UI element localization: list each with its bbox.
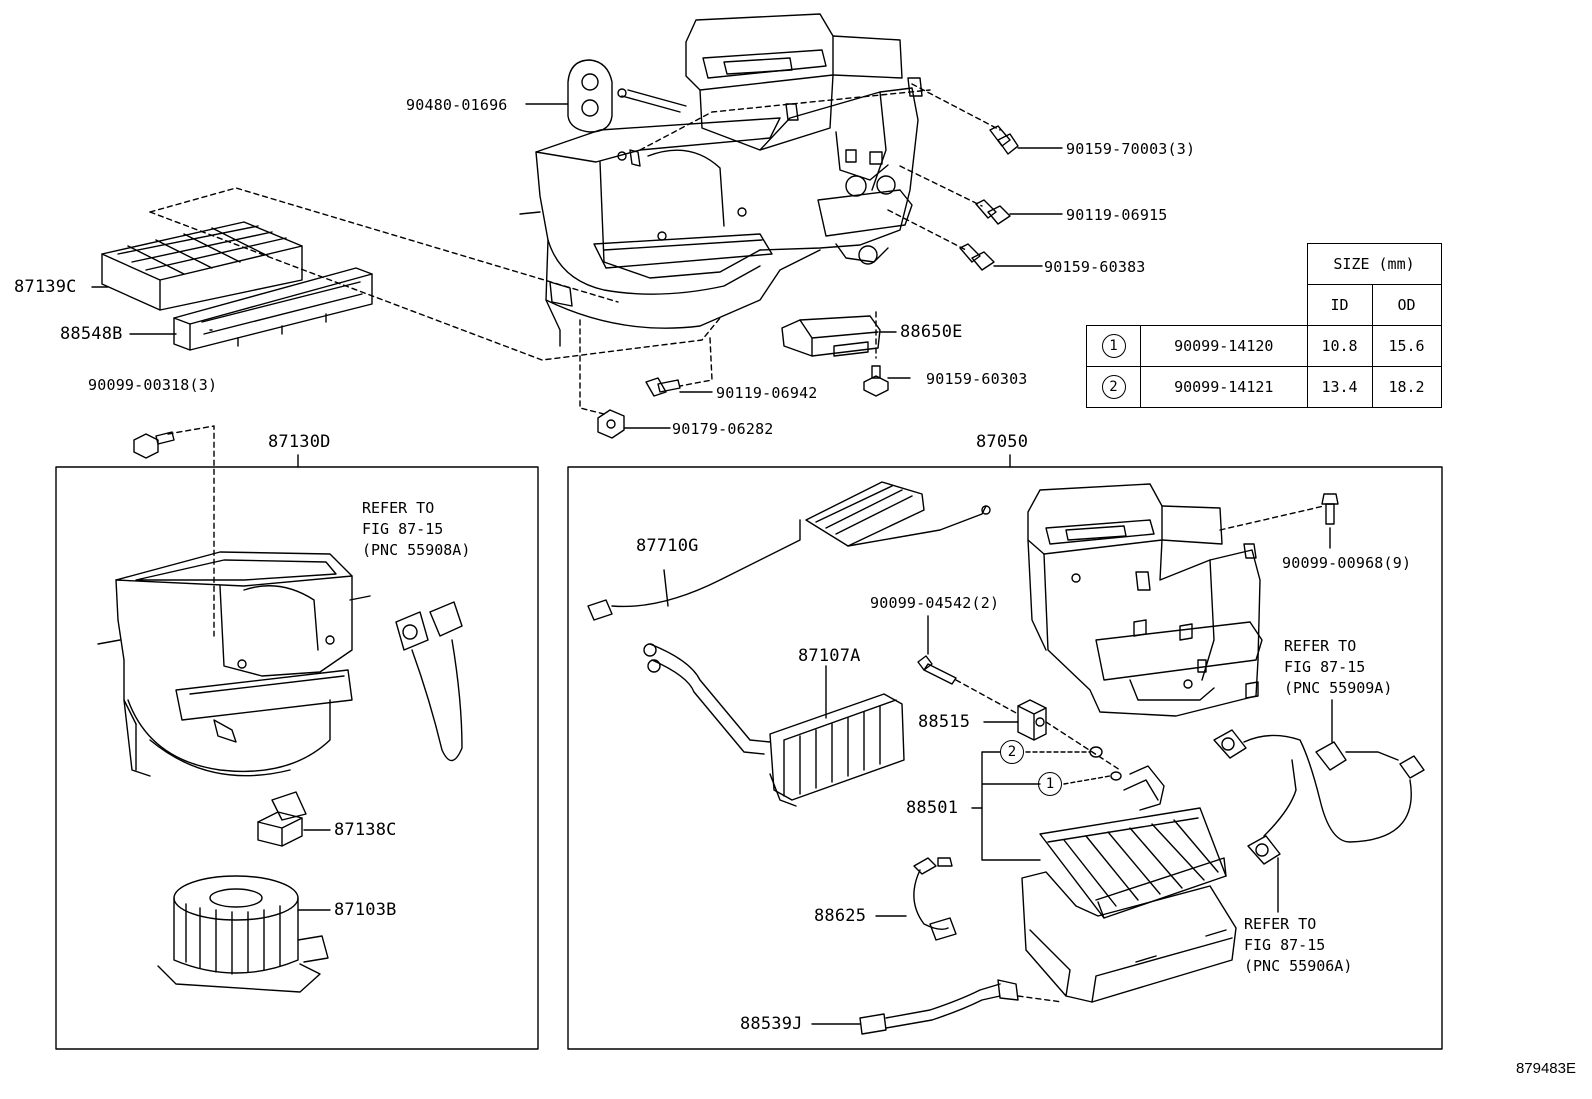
col-id-header: ID: [1306, 284, 1373, 326]
refer-note-55906a: REFER TO FIG 87-15 (PNC 55906A): [1244, 914, 1352, 977]
label-87138c: 87138C: [334, 820, 397, 840]
blower-motor-part: [157, 875, 329, 993]
id-cell: 10.8: [1306, 325, 1373, 367]
hvac-unit-assembly: [519, 13, 923, 347]
part-cell: 90099-14120: [1140, 325, 1308, 367]
frame-87130d: [55, 466, 539, 1050]
table-row: 1 90099-14120 10.8 15.6: [1086, 325, 1442, 367]
guide-lines-top: [149, 83, 1001, 637]
hvac-module-87050: [1027, 483, 1263, 717]
frame-87050: [567, 466, 1443, 1050]
bolt-90119-06915: [975, 199, 1011, 225]
o-ring-1: [1110, 771, 1122, 781]
label-87107a: 87107A: [798, 646, 861, 666]
label-88650e: 88650E: [900, 322, 963, 342]
refer-note-line: FIG 87-15: [1284, 658, 1366, 676]
servo-connector-55908a: [395, 601, 463, 762]
refer-note-55909a: REFER TO FIG 87-15 (PNC 55909A): [1284, 636, 1392, 699]
temperature-sensor-88539j: [859, 979, 1019, 1035]
label-90099-00318: 90099-00318(3): [88, 376, 218, 394]
refer-note-55908a: REFER TO FIG 87-15 (PNC 55908A): [362, 498, 470, 561]
thermistor-part: [913, 857, 957, 941]
ref-circle: 1: [1101, 334, 1126, 358]
control-module-part: [781, 315, 881, 357]
o-ring-size-table: SIZE (mm) ID OD 1 90099-14120 10.8 15.6 …: [1086, 243, 1442, 408]
refer-note-line: (PNC 55906A): [1244, 957, 1353, 975]
size-header: SIZE (mm): [1306, 243, 1442, 285]
servo-connector-55909a: [1213, 729, 1425, 843]
refer-note-line: REFER TO: [1244, 915, 1317, 933]
label-90119-06942: 90119-06942: [716, 384, 818, 402]
nut-90179-06282: [597, 409, 625, 439]
label-90159-60383: 90159-60383: [1044, 258, 1146, 276]
label-90119-06915: 90119-06915: [1066, 206, 1168, 224]
refer-note-line: REFER TO: [362, 499, 435, 517]
grommet-part: [567, 59, 613, 133]
screw-90099-00968: [1321, 493, 1339, 525]
label-90159-70003: 90159-70003(3): [1066, 140, 1196, 158]
expansion-valve-part: [1017, 699, 1047, 741]
wire-harness-87710g: [587, 481, 991, 621]
refer-note-line: REFER TO: [1284, 637, 1357, 655]
label-87139c: 87139C: [14, 277, 77, 297]
evaporator-part: [1039, 765, 1227, 919]
label-90480-01696: 90480-01696: [406, 96, 508, 114]
label-90099-04542: 90099-04542(2): [870, 594, 1000, 612]
filter-cover-part: [173, 267, 373, 351]
screw-90159-60303: [863, 365, 889, 397]
refer-note-line: FIG 87-15: [1244, 936, 1326, 954]
callout-circle: 1: [1038, 772, 1062, 796]
refer-note-line: FIG 87-15: [362, 520, 444, 538]
ref-cell: 2: [1086, 366, 1141, 408]
refer-note-line: (PNC 55908A): [362, 541, 471, 559]
bolt-90099-04542: [917, 655, 957, 685]
evaporator-case: [1021, 871, 1237, 1003]
sheet-id: 879483E: [1515, 1060, 1576, 1077]
air-filter-part: [101, 221, 303, 311]
od-cell: 15.6: [1371, 325, 1442, 367]
ref-cell: 1: [1086, 325, 1141, 367]
leader-88501: [981, 751, 1041, 861]
callout-2: 2: [1000, 740, 1024, 764]
bolt-90099-00318: [133, 431, 175, 459]
part-cell: 90099-14121: [1140, 366, 1308, 408]
table-row: 2 90099-14121 13.4 18.2: [1086, 366, 1442, 408]
callout-circle: 2: [1000, 740, 1024, 764]
bolt-90119-06942: [645, 377, 681, 397]
od-cell: 18.2: [1371, 366, 1442, 408]
col-od-header: OD: [1371, 284, 1442, 326]
id-cell: 13.4: [1306, 366, 1373, 408]
blower-case-87130d: [97, 551, 371, 777]
ref-circle: 2: [1101, 375, 1126, 399]
label-87130d: 87130D: [268, 432, 331, 452]
label-88515: 88515: [918, 712, 971, 732]
heater-core-part: [643, 643, 905, 807]
label-87710g: 87710G: [636, 536, 699, 556]
label-90159-60303: 90159-60303: [926, 370, 1028, 388]
label-88625: 88625: [814, 906, 867, 926]
label-88548b: 88548B: [60, 324, 123, 344]
callout-1: 1: [1038, 772, 1062, 796]
label-87103b: 87103B: [334, 900, 397, 920]
bolt-90159-60383: [959, 243, 995, 271]
label-88501: 88501: [906, 798, 959, 818]
label-90179-06282: 90179-06282: [672, 420, 774, 438]
label-88539j: 88539J: [740, 1014, 803, 1034]
label-87050: 87050: [976, 432, 1029, 452]
servo-connector-55906a: [1247, 759, 1297, 865]
refer-note-line: (PNC 55909A): [1284, 679, 1393, 697]
blower-resistor-part: [257, 791, 307, 847]
guide-lines-bottom: [955, 505, 1325, 771]
label-90099-00968: 90099-00968(9): [1282, 554, 1412, 572]
bolt-90159-70003: [989, 125, 1019, 155]
